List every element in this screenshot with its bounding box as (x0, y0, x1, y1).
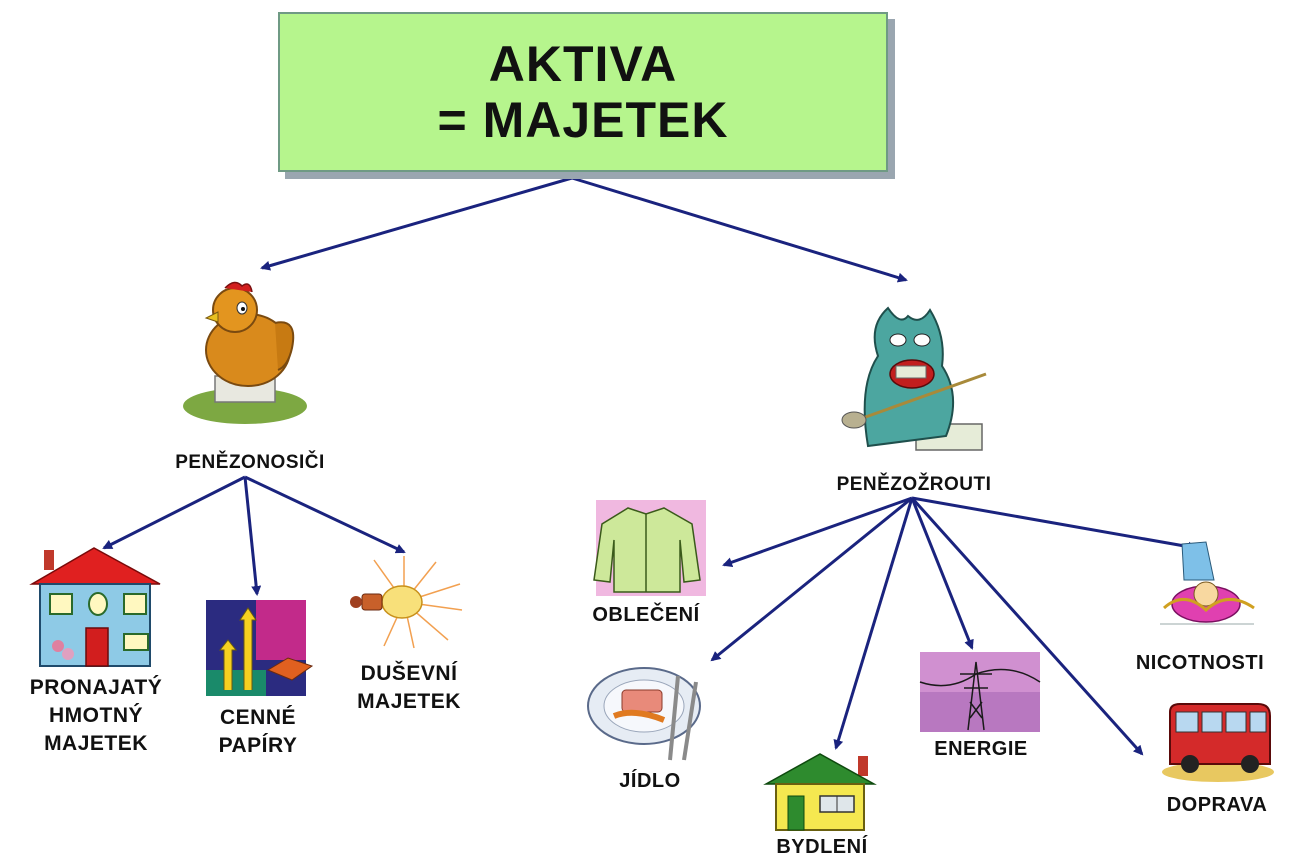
arrow-to-food (710, 496, 913, 662)
arrow-to-rented-property (102, 475, 246, 550)
intellectual-property-label: DUŠEVNÍ MAJETEK (357, 662, 461, 713)
energy-label: ENERGIE (934, 738, 1028, 760)
expense-label: PENĚZOŽROUTI (836, 474, 992, 495)
securities-label: CENNÉ PAPÍRY (218, 706, 298, 757)
housing-label: BYDLENÍ (776, 836, 868, 858)
arrow-to-energy (910, 497, 974, 650)
arrow-to-securities (243, 476, 262, 596)
power-pylon-icon (919, 652, 1041, 732)
title-line-2: = MAJETEK (437, 92, 729, 148)
clothing-label: OBLEČENÍ (592, 604, 700, 626)
shirt-icon (593, 500, 706, 596)
trifles-label: NICOTNOSTI (1135, 652, 1265, 674)
title-box: AKTIVA = MAJETEK (278, 12, 888, 172)
food-plate-icon (587, 667, 701, 761)
bus-icon (1162, 703, 1274, 782)
food-label: JÍDLO (619, 770, 681, 792)
arrow-to-clothing (722, 496, 913, 568)
rented-property-label: PRONAJATÝ HMOTNÝ MAJETEK (29, 676, 163, 755)
arrow-to-housing (833, 497, 914, 750)
money-eating-monster-icon (841, 306, 987, 451)
small-house-icon (763, 753, 877, 831)
arrow-to-transport (910, 496, 1144, 756)
rented-house-icon (29, 547, 161, 667)
trifles-icon (1160, 541, 1255, 625)
transport-label: DOPRAVA (1166, 794, 1268, 816)
income-label: PENĚZONOSIČI (175, 452, 325, 473)
lightbulb-icon (350, 556, 463, 649)
title-line-1: AKTIVA (488, 36, 678, 92)
securities-chart-icon (206, 600, 314, 696)
arrow-to-intellectual (244, 475, 406, 554)
arrow-to-expense (571, 176, 908, 283)
arrow-to-trifles (911, 496, 1198, 552)
hen-on-money-icon (183, 281, 307, 424)
arrow-to-income (260, 176, 573, 271)
